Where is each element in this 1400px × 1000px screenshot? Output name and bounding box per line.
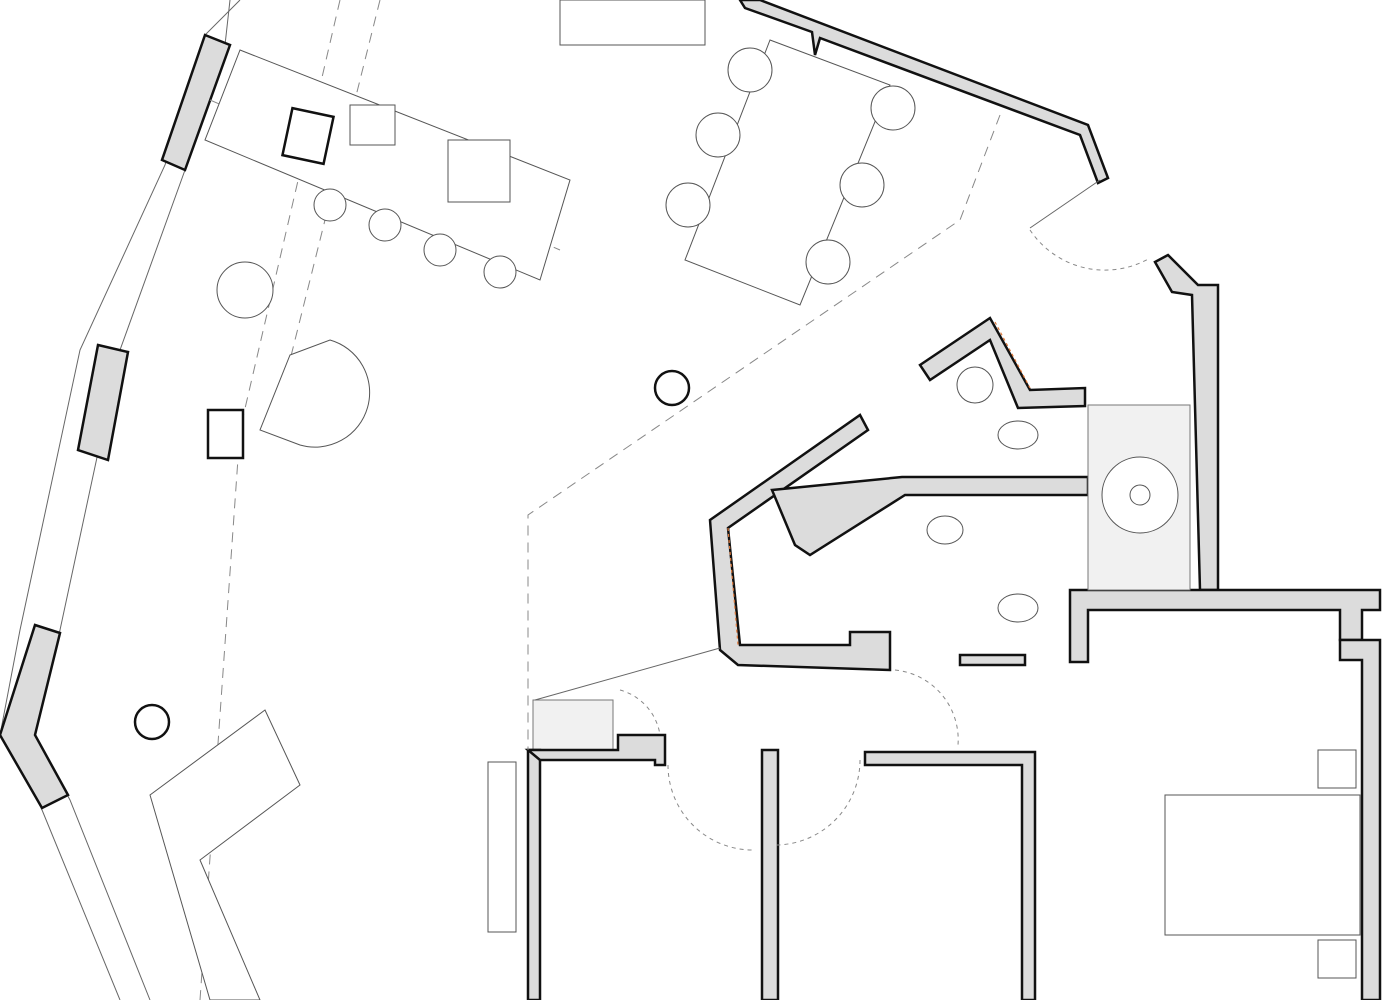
doors — [534, 179, 1151, 851]
column — [206, 408, 245, 460]
armchair — [216, 261, 274, 319]
sofa — [149, 709, 301, 1000]
round-table — [259, 339, 371, 448]
counter — [559, 0, 706, 46]
kitchen — [204, 0, 706, 289]
wall-pier — [76, 343, 130, 462]
bed — [1164, 794, 1361, 936]
wall-bedroom-north — [1068, 588, 1382, 664]
bedroom-walls — [524, 733, 1037, 1000]
wall-north — [738, 0, 1110, 185]
sink-icon — [926, 515, 964, 545]
wardrobe — [487, 761, 517, 933]
living — [133, 261, 691, 1000]
wall-bath-3 — [770, 475, 1090, 557]
column-round — [133, 703, 171, 741]
toilet-icon — [997, 593, 1039, 623]
toilet-icon — [997, 420, 1039, 450]
cooktop-icon — [447, 139, 511, 203]
sink-icon — [956, 366, 994, 404]
master-bedroom — [1164, 749, 1361, 979]
bathroom-core — [532, 316, 1191, 753]
wall-bath-4 — [958, 653, 1027, 667]
wall-bath-2 — [708, 413, 892, 672]
wall-pier — [0, 623, 70, 810]
dining-table — [684, 39, 891, 306]
planter — [532, 699, 614, 753]
wall-bath-1 — [918, 316, 1087, 410]
kitchen-island — [204, 49, 571, 281]
dining — [665, 39, 916, 306]
nightstand — [1317, 749, 1357, 789]
nightstand — [1317, 939, 1357, 979]
wall-pier — [160, 33, 232, 172]
column — [280, 106, 336, 166]
plant-icon — [1101, 456, 1179, 534]
wall-bedroom-east — [1338, 638, 1382, 1000]
column-round — [653, 369, 691, 407]
sink-icon — [349, 104, 396, 146]
